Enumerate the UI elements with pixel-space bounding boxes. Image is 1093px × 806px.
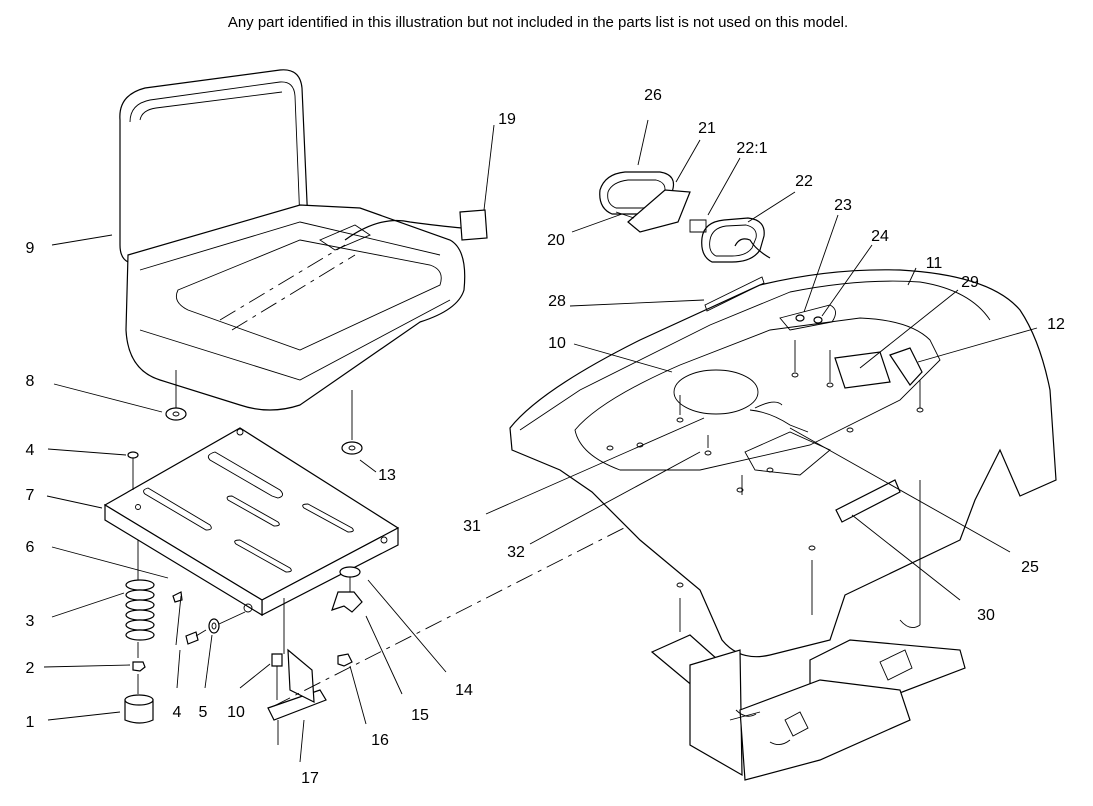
illustration-note: Any part identified in this illustration…	[228, 14, 848, 31]
washer-part-13	[341, 441, 363, 455]
callout-8: 8	[26, 373, 35, 390]
washer-part-8	[165, 407, 187, 421]
callout-17: 17	[301, 770, 319, 787]
bolt-part-4	[127, 451, 207, 646]
callout-28: 28	[548, 293, 566, 310]
callout-15: 15	[411, 707, 429, 724]
callout-3: 3	[26, 613, 35, 630]
callout-leaders	[43, 119, 1038, 763]
light-assembly	[599, 171, 771, 312]
callout-25: 25	[1021, 559, 1039, 576]
callout-5: 5	[199, 704, 208, 721]
callout-32: 32	[507, 544, 525, 561]
fender-part-11	[509, 269, 1057, 658]
callout-14: 14	[455, 682, 473, 699]
callout-30: 30	[977, 607, 995, 624]
gasket-part-21	[627, 189, 691, 233]
knob-part-15	[331, 570, 363, 613]
callout-22: 22	[795, 173, 813, 190]
callout-26: 26	[644, 87, 662, 104]
callout-16: 16	[371, 732, 389, 749]
callout-12: 12	[1047, 316, 1065, 333]
callout-10-seat: 10	[227, 704, 245, 721]
callout-1: 1	[26, 714, 35, 731]
callout-6: 6	[26, 539, 35, 556]
callout-4-upper: 4	[26, 442, 35, 459]
callout-2: 2	[26, 660, 35, 677]
seat-part-9	[119, 69, 488, 440]
spring-bumper-parts-1-3	[124, 540, 155, 724]
callout-7: 7	[26, 487, 35, 504]
frame-bracket	[650, 619, 966, 781]
seat-plate-part-7	[103, 427, 400, 617]
callout-11: 11	[926, 255, 943, 272]
callout-19: 19	[498, 111, 516, 128]
washer-part-5	[208, 611, 246, 634]
callout-9: 9	[26, 240, 35, 257]
callout-23: 23	[834, 197, 852, 214]
washer-part-14	[339, 566, 361, 578]
callout-labels: 1 2 3 4 4 5 6 7 8 9 10 10 11 12 13 14 15…	[26, 87, 1065, 787]
callout-31: 31	[463, 518, 481, 535]
bolt-part-10-seat	[271, 598, 285, 700]
callout-21: 21	[698, 120, 716, 137]
nut-part-16	[337, 653, 353, 667]
callout-29: 29	[961, 274, 979, 291]
callout-4-lower: 4	[173, 704, 182, 721]
callout-22-1: 22:1	[736, 140, 767, 157]
callout-24: 24	[871, 228, 889, 245]
callout-10-fender: 10	[548, 335, 566, 352]
callout-20: 20	[547, 232, 565, 249]
strip-part-28	[704, 276, 765, 312]
callout-13: 13	[378, 467, 396, 484]
